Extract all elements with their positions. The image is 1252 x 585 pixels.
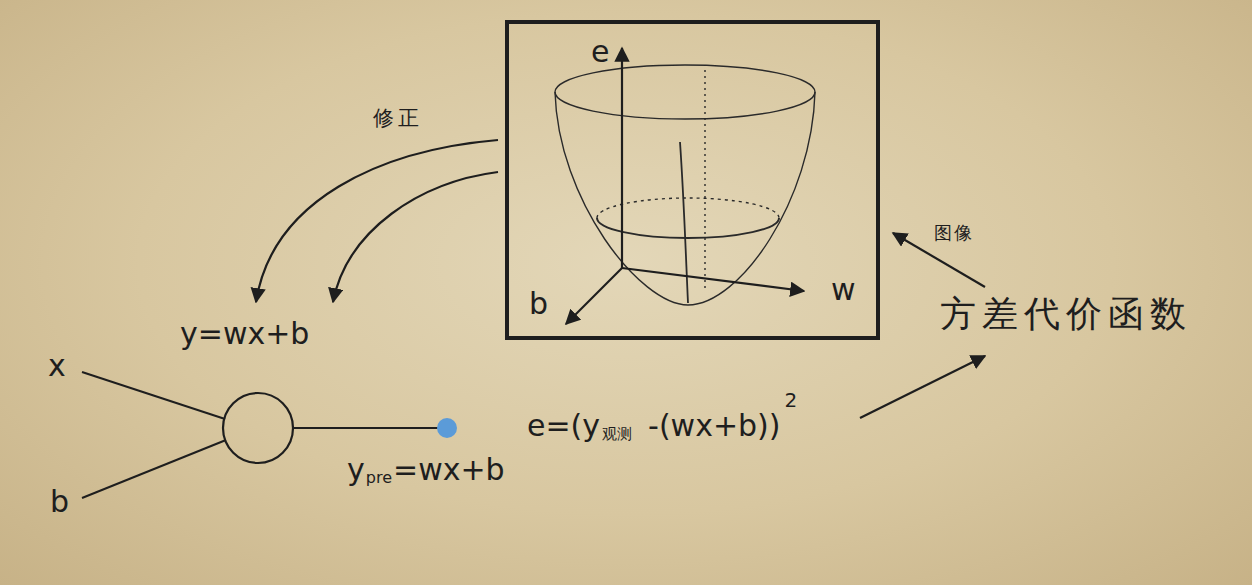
axes	[566, 48, 804, 324]
axis-label: b	[529, 286, 548, 322]
input-label: x	[48, 348, 66, 384]
axis-label: w	[831, 272, 856, 308]
output-dot	[437, 418, 457, 438]
subscript: pre	[366, 468, 392, 487]
input-wire	[82, 440, 226, 498]
level-curve-back	[597, 198, 779, 218]
cost-arrow	[860, 356, 985, 418]
formula: y=wx+b	[180, 316, 309, 352]
b-axis	[566, 268, 622, 324]
rim-ellipse	[555, 65, 815, 119]
frame-stroke	[507, 22, 878, 338]
formula: -(wx+b))	[648, 408, 780, 444]
superscript: 2	[784, 388, 797, 412]
arrow-label: 修正	[373, 106, 423, 131]
input-wire	[82, 372, 225, 419]
arrow-label: 图像	[934, 222, 974, 244]
neuron	[82, 372, 438, 498]
subscript: 观测	[602, 425, 632, 443]
plot-frame: e w b	[505, 20, 880, 340]
neuron-circle	[223, 393, 293, 463]
heading-text: 方差代价函数	[940, 292, 1192, 335]
formula: y	[347, 452, 365, 488]
w-axis	[622, 268, 804, 291]
paraboloid	[555, 65, 815, 305]
section-curve	[680, 142, 688, 303]
correction-arrows	[256, 140, 498, 302]
bowl-outline	[555, 92, 815, 305]
input-label: b	[50, 484, 69, 520]
correction-arrow	[256, 140, 498, 302]
axis-label: e	[591, 34, 609, 70]
level-curve-front	[597, 218, 779, 238]
e-axis	[621, 48, 623, 268]
correction-arrow	[333, 172, 498, 302]
dotted-axis	[704, 70, 705, 292]
output-wire	[293, 427, 438, 429]
formula: e=(y	[527, 408, 600, 444]
formula: =wx+b	[393, 452, 505, 488]
